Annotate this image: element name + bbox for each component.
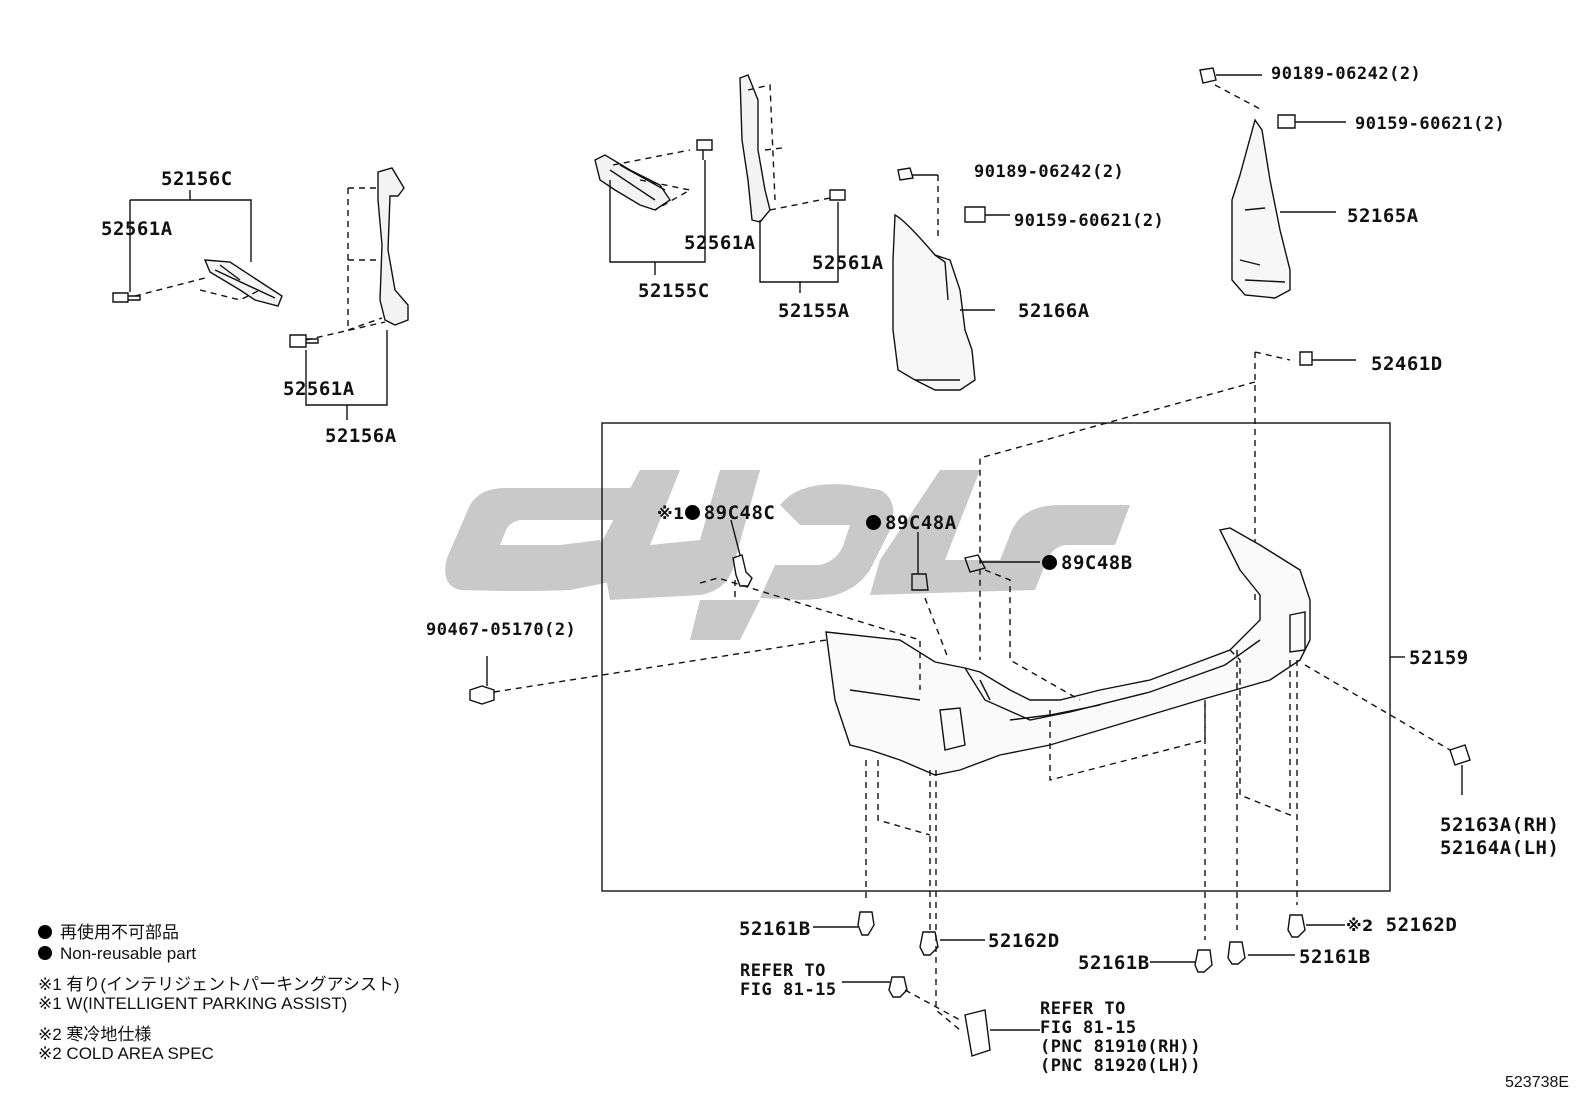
label-52162D-2: ※2 52162D [1346, 914, 1458, 936]
label-52561A-4: 52561A [812, 252, 884, 274]
legend-line-3: ※1 有り(インテリジェントパーキングアシスト) [38, 975, 400, 994]
legend-line-2: Non-reusable part [38, 944, 400, 970]
note-mark-1: ※1 [657, 504, 685, 523]
legend-line-4: ※1 W(INTELLIGENT PARKING ASSIST) [38, 994, 348, 1013]
label-90467: 90467-05170(2) [426, 620, 577, 640]
label-52161B-2: 52161B [1078, 952, 1150, 974]
legend-line-6: ※2 COLD AREA SPEC [38, 1044, 214, 1063]
label-89C48B: 89C48B [1042, 552, 1133, 574]
label-52461D: 52461D [1371, 353, 1443, 375]
label-52155C: 52155C [638, 280, 710, 302]
label-52165A: 52165A [1347, 205, 1419, 227]
figure-id: 523738E [1505, 1074, 1570, 1091]
label-52161B-3: 52161B [1299, 946, 1371, 968]
label-52161B-1: 52161B [739, 918, 811, 940]
note-mark-2: ※2 [1346, 916, 1374, 935]
label-90189-a: 90189-06242(2) [974, 162, 1125, 182]
label-52155A: 52155A [778, 300, 850, 322]
label-52156A: 52156A [325, 425, 397, 447]
label-52561A-1: 52561A [101, 218, 173, 240]
watermark-logo [445, 470, 1130, 640]
refer-fig-label-2: REFER TO FIG 81-15 (PNC 81910(RH)) (PNC … [1040, 999, 1202, 1076]
label-52561A-2: 52561A [283, 378, 355, 400]
non-reusable-dot-icon [1042, 555, 1057, 570]
label-52164A: 52164A(LH) [1440, 837, 1560, 859]
label-52162D-1: 52162D [988, 930, 1060, 952]
label-52159: 52159 [1409, 647, 1469, 669]
label-89C48A: 89C48A [866, 512, 957, 534]
refer-fig-label-1: REFER TO FIG 81-15 [740, 961, 837, 1000]
label-52561A-3: 52561A [684, 232, 756, 254]
non-reusable-dot-icon [38, 946, 52, 960]
legend-line-1: 再使用不可部品 [38, 918, 400, 944]
label-90159-b: 90159-60621(2) [1355, 114, 1506, 134]
non-reusable-dot-icon [684, 505, 700, 520]
label-52166A: 52166A [1018, 300, 1090, 322]
label-90159-a: 90159-60621(2) [1014, 211, 1165, 231]
legend-line-5: ※2 寒冷地仕様 [38, 1025, 152, 1044]
non-reusable-dot-icon [38, 925, 52, 939]
label-52163A: 52163A(RH) [1440, 814, 1560, 836]
legend: 再使用不可部品 Non-reusable part ※1 有り(インテリジェント… [38, 918, 400, 1068]
non-reusable-dot-icon [866, 515, 881, 530]
label-90189-b: 90189-06242(2) [1271, 64, 1422, 84]
label-52156C: 52156C [161, 168, 233, 190]
diagram-lines [112, 67, 1471, 1057]
